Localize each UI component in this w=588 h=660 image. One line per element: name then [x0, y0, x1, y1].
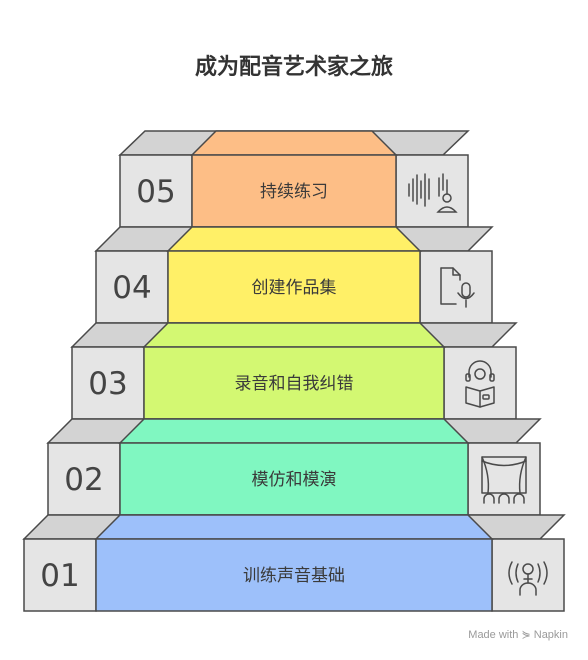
step-02-bar [119, 442, 469, 516]
theater-stage-audience-icon [481, 456, 527, 504]
step-05: 05 持续练习 [118, 130, 470, 228]
reader-with-headphones-icon [465, 360, 495, 408]
step-01-number: 01 [40, 558, 79, 594]
step-05-number: 05 [136, 174, 175, 210]
step-02: 02 模仿和模演 [46, 418, 542, 516]
step-03-label: 录音和自我纠错 [235, 374, 354, 394]
step-04-top-face [166, 226, 422, 252]
step-02-number: 02 [64, 462, 103, 498]
step-02-label: 模仿和模演 [252, 470, 337, 490]
step-01-label: 训练声音基础 [243, 566, 345, 586]
step-04-bar [167, 250, 421, 324]
napkin-attribution: Made with ⋟ Napkin [468, 629, 568, 641]
step-03-bar [143, 346, 445, 420]
step-04: 04 创建作品集 [94, 226, 494, 324]
step-01: 01 训练声音基础 [22, 514, 566, 612]
step-03-top-face [142, 322, 446, 348]
step-04-label: 创建作品集 [252, 278, 337, 298]
sound-wave-with-person-icon [408, 173, 458, 213]
person-with-sound-waves-icon [508, 561, 548, 596]
step-03-number: 03 [88, 366, 127, 402]
step-05-label: 持续练习 [260, 182, 328, 202]
step-03: 03 录音和自我纠错 [70, 322, 518, 420]
diagram-title: 成为配音艺术家之旅 [194, 55, 393, 80]
step-05-bar [191, 154, 397, 228]
step-01-bar [95, 538, 493, 612]
step-05-top-face [190, 130, 398, 156]
step-02-top-face [118, 418, 470, 444]
document-with-microphone-icon [440, 267, 475, 308]
step-01-top-face [94, 514, 494, 540]
step-04-number: 04 [112, 270, 151, 306]
